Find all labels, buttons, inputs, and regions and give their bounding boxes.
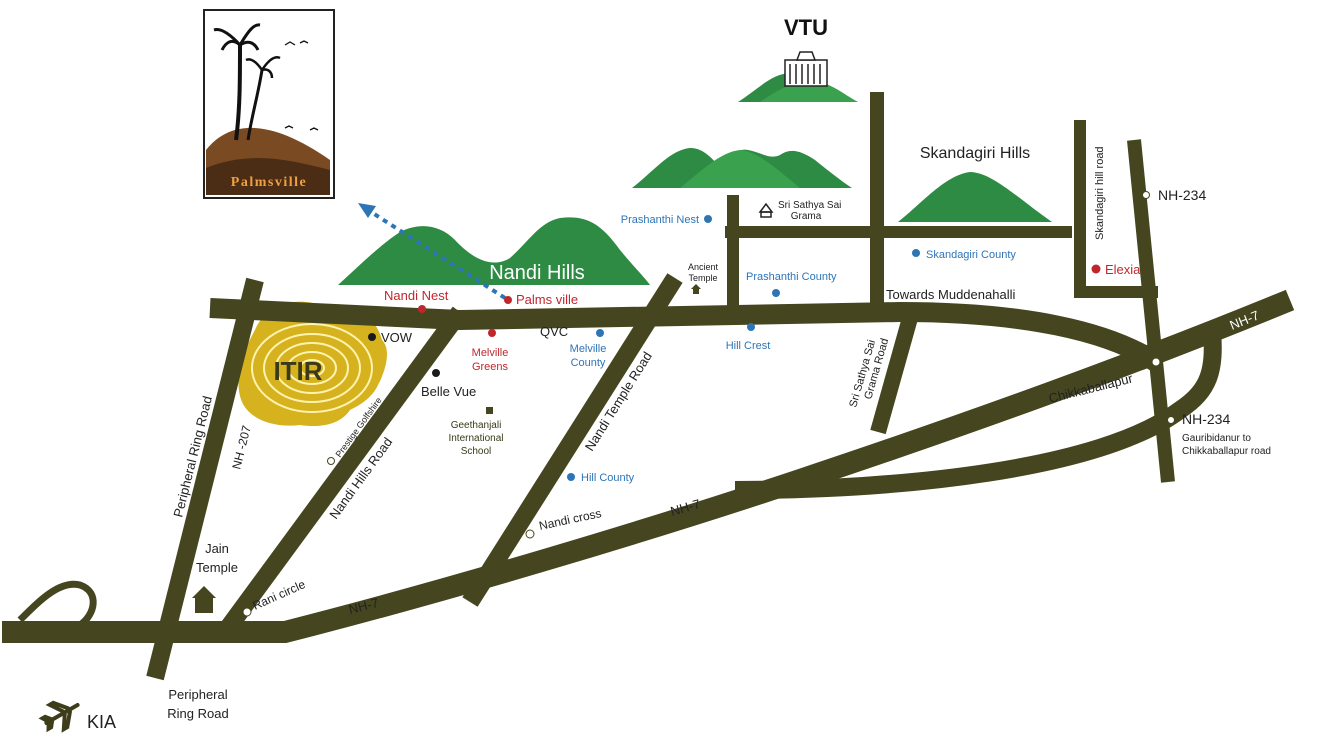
gauribidanur-label-1: Gauribidanur to bbox=[1182, 433, 1251, 444]
qvc-label: QVC bbox=[540, 324, 568, 339]
prashanthi-county-marker bbox=[772, 289, 780, 297]
prashanthi-nest-label: Prashanthi Nest bbox=[621, 214, 699, 226]
jain-temple-label-1: Jain bbox=[205, 541, 229, 556]
geethanjali-label-1: Geethanjali bbox=[451, 420, 502, 431]
nh234-top-label: NH-234 bbox=[1158, 187, 1206, 203]
melville-greens-label-1: Melville bbox=[472, 347, 509, 359]
nandi-nest-marker bbox=[418, 305, 426, 313]
peripheral-bottom-label-1: Peripheral bbox=[168, 687, 227, 702]
chikkaballapur-marker bbox=[1151, 357, 1161, 367]
vow-label: VOW bbox=[381, 330, 413, 345]
skandagiri-county-label: Skandagiri County bbox=[926, 249, 1016, 261]
melville-county-marker bbox=[596, 329, 604, 337]
nandi-hills-road bbox=[220, 306, 468, 634]
peripheral-ring-road bbox=[146, 277, 264, 681]
prashanthi-nest-marker bbox=[704, 215, 712, 223]
melville-county-label-2: County bbox=[571, 357, 606, 369]
palms-ville-marker bbox=[504, 296, 512, 304]
hill-crest-label: Hill Crest bbox=[726, 340, 771, 352]
itir-label: ITIR bbox=[273, 356, 322, 386]
nandi-hills-shape bbox=[338, 217, 650, 285]
nh234-bottom-marker bbox=[1167, 416, 1175, 424]
muddenahalli-label: Towards Muddenahalli bbox=[886, 287, 1015, 302]
nh234-top-marker bbox=[1142, 191, 1150, 199]
school-icon bbox=[486, 407, 493, 414]
palm-tree-icon bbox=[234, 44, 242, 141]
nh7-label-a: NH-7 bbox=[347, 595, 380, 617]
temple-icon bbox=[758, 202, 774, 218]
nh7-loop-road bbox=[734, 329, 1222, 499]
logo-text: Palmsville bbox=[231, 175, 307, 190]
geethanjali-label-2: International bbox=[448, 433, 503, 444]
hill-crest-marker bbox=[747, 323, 755, 331]
nh234-road bbox=[1127, 139, 1175, 483]
ancient-temple-label-1: Ancient bbox=[688, 262, 719, 272]
ancient-temple-label-2: Temple bbox=[688, 273, 717, 283]
melville-county-label-1: Melville bbox=[570, 343, 607, 355]
center-hills bbox=[632, 148, 852, 188]
elexia-marker bbox=[1091, 264, 1101, 274]
prestige-marker bbox=[327, 457, 335, 465]
hill-county-marker bbox=[567, 473, 575, 481]
kia-label: KIA bbox=[87, 712, 116, 732]
belle-vue-label: Belle Vue bbox=[421, 384, 476, 399]
jain-temple-icon bbox=[192, 586, 216, 613]
sai-grama-label-2: Grama bbox=[791, 211, 822, 222]
melville-greens-label-2: Greens bbox=[472, 361, 509, 373]
nh234-bottom-label: NH-234 bbox=[1182, 411, 1230, 427]
vtu-label: VTU bbox=[784, 15, 828, 40]
elexia-label: Elexia bbox=[1105, 262, 1141, 277]
kia-loop-road bbox=[17, 580, 97, 628]
vow-marker bbox=[368, 333, 376, 341]
skandagiri-county-marker bbox=[912, 249, 920, 257]
skandagiri-hill-road-label: Skandagiri hill road bbox=[1094, 146, 1106, 240]
hill-county-label: Hill County bbox=[581, 472, 635, 484]
sai-grama-road bbox=[870, 315, 918, 435]
palms-ville-label: Palms ville bbox=[516, 292, 578, 307]
nandi-temple-road bbox=[462, 273, 683, 607]
palmsville-logo: Palmsville bbox=[203, 9, 335, 199]
itir-zone bbox=[238, 301, 387, 427]
airplane-icon bbox=[38, 700, 80, 733]
direction-arrow bbox=[358, 203, 507, 300]
prashanthi-county-label: Prashanthi County bbox=[746, 271, 837, 283]
jain-temple-label-2: Temple bbox=[196, 560, 238, 575]
melville-greens-marker bbox=[488, 329, 496, 337]
vtu-building-icon bbox=[784, 51, 828, 87]
skandagiri-hill bbox=[898, 172, 1052, 222]
belle-vue-marker bbox=[432, 369, 440, 377]
skandagiri-hills-label: Skandagiri Hills bbox=[920, 145, 1030, 162]
nandi-cross-marker bbox=[525, 529, 535, 539]
roads bbox=[2, 92, 1295, 681]
sai-grama-label-1: Sri Sathya Sai bbox=[778, 200, 841, 211]
skandagiri-hill-road bbox=[1074, 120, 1158, 298]
geethanjali-label-3: School bbox=[461, 446, 492, 457]
ancient-temple-icon bbox=[691, 284, 701, 294]
vtu-hill bbox=[738, 73, 858, 102]
main-road bbox=[209, 298, 1166, 374]
nandi-cross-label: Nandi cross bbox=[538, 506, 603, 533]
nandi-nest-label: Nandi Nest bbox=[384, 288, 449, 303]
peripheral-bottom-label-2: Ring Road bbox=[167, 706, 228, 721]
rani-circle-marker bbox=[242, 607, 252, 617]
nh207-label: NH -207 bbox=[229, 424, 253, 471]
nandi-hills-label: Nandi Hills bbox=[489, 262, 585, 284]
gauribidanur-label-2: Chikkaballapur road bbox=[1182, 446, 1271, 457]
